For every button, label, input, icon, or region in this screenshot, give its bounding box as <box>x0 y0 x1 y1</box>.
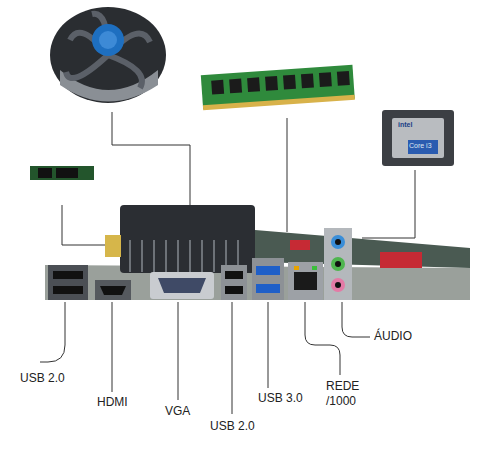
m2-ssd <box>30 166 94 180</box>
model-text: Core i3 <box>409 142 432 151</box>
port-label: USB 2.0 <box>210 419 255 434</box>
port-label: VGA <box>165 404 190 419</box>
port-label: REDE /1000 <box>326 379 368 409</box>
port-label: ÁUDIO <box>374 329 412 344</box>
port-label: USB 3.0 <box>258 391 303 406</box>
cpu-cooler <box>50 7 166 103</box>
ram-module <box>201 65 355 111</box>
brand-text: intel <box>398 121 412 130</box>
motherboard <box>45 205 470 300</box>
cpu-chip <box>382 110 454 166</box>
port-leader-lines <box>40 302 370 414</box>
port-label: USB 2.0 <box>20 371 65 386</box>
port-label: HDMI <box>97 395 128 410</box>
